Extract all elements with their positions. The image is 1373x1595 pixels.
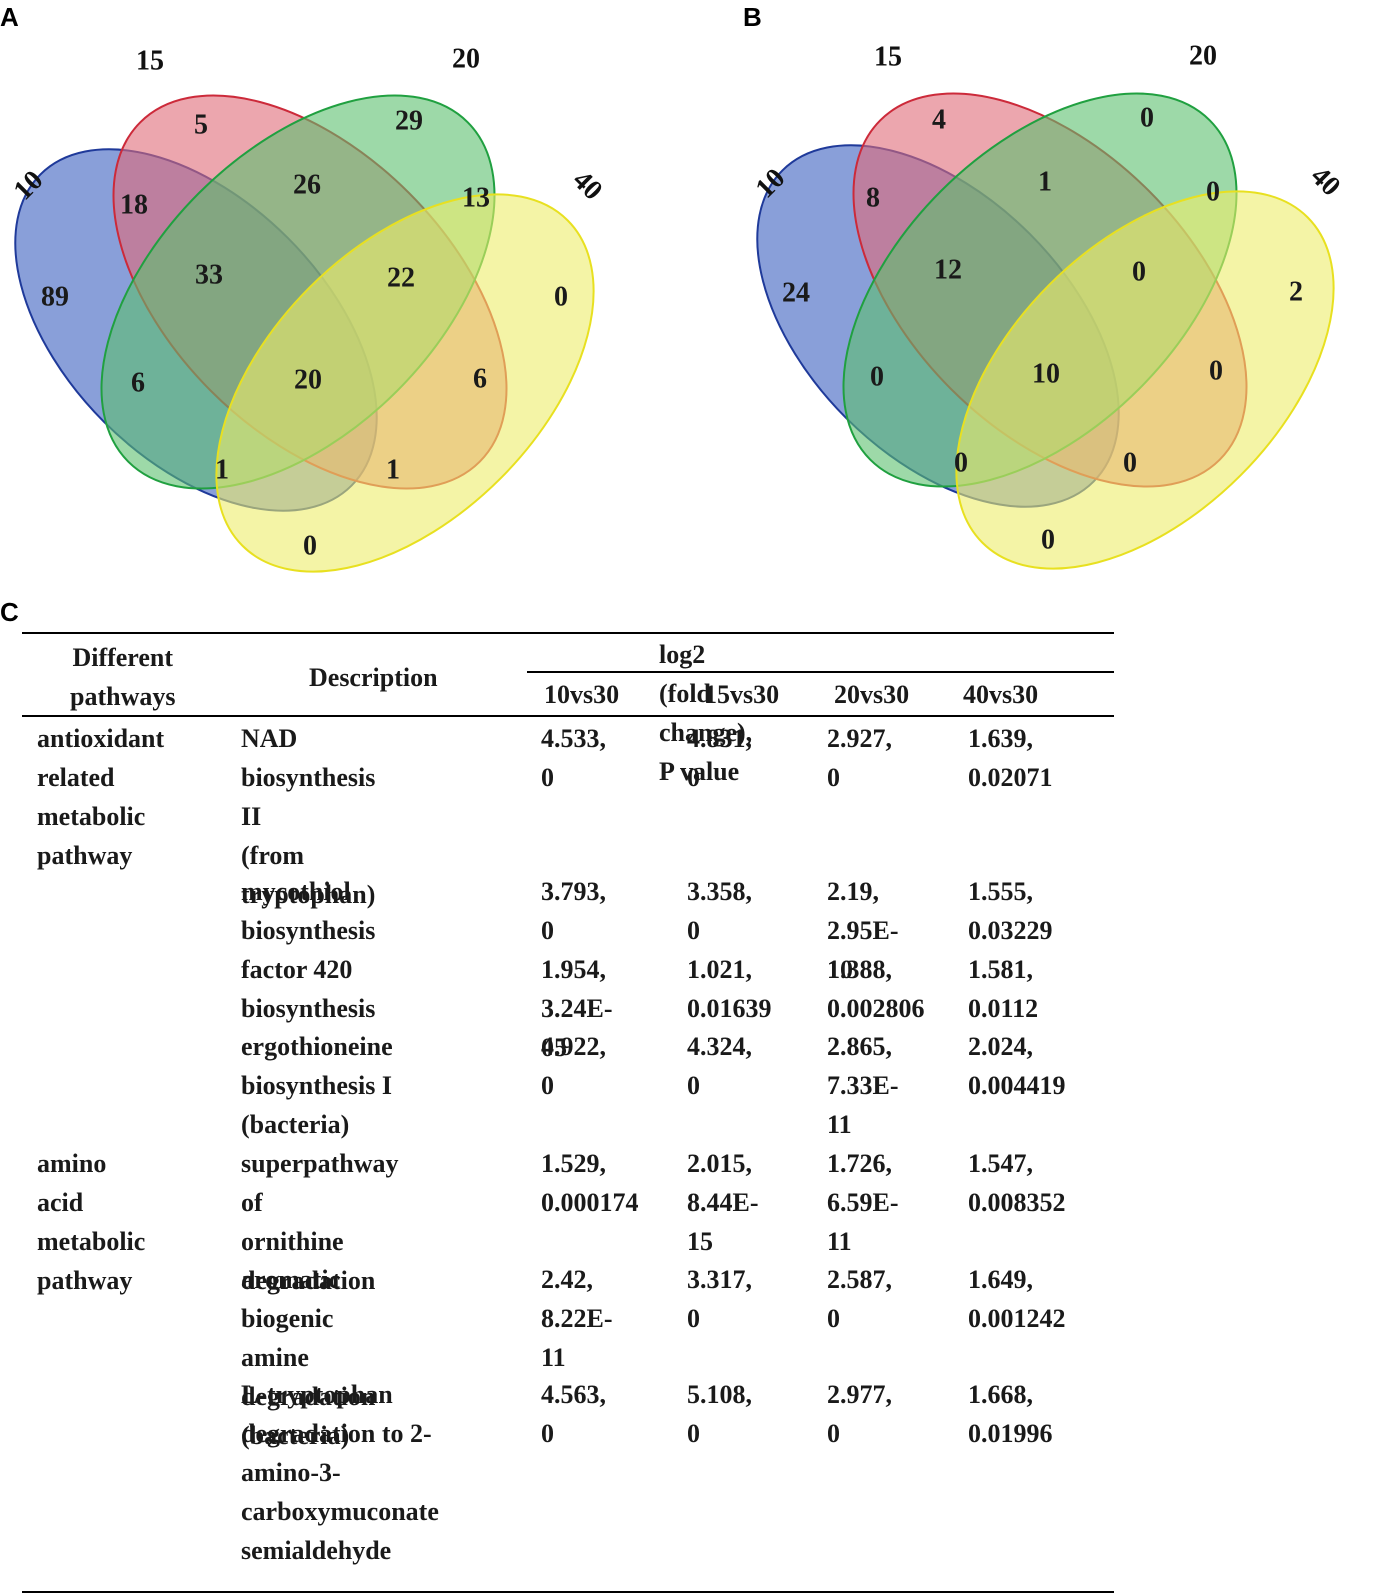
venn-a-10-15: 18 — [120, 189, 148, 220]
venn-a-10-40: 0 — [303, 530, 317, 561]
header-group: log2 (fold change), P value — [659, 640, 753, 786]
panel-b-label: B — [743, 2, 762, 32]
row-15vs30: 2.015, 8.44E-15 — [687, 1149, 759, 1256]
venn-b-10-15-40: 0 — [1123, 447, 1137, 478]
row-15vs30: 1.021, 0.01639 — [687, 955, 772, 1023]
venn-a-ellipses — [14, 94, 595, 573]
venn-b-label-20: 20 — [1189, 40, 1217, 71]
venn-a-10-15-20: 33 — [195, 259, 223, 290]
venn-b-10-20: 0 — [870, 361, 884, 392]
row-10vs30: 4.922, 0 — [541, 1032, 606, 1100]
venn-a-only15: 5 — [194, 109, 208, 140]
row-15vs30: 4.831, 0 — [687, 724, 752, 792]
venn-b-set40-shape — [955, 190, 1335, 570]
table-top-rule — [22, 632, 1114, 634]
row-10vs30: 1.529, 0.000174 — [541, 1149, 639, 1217]
table-header-rule — [22, 715, 1114, 717]
row-20vs30: 2.977, 0 — [827, 1380, 892, 1448]
venn-diagram-b: 10 15 20 40 24 4 0 2 8 1 0 12 0 0 0 10 0… — [750, 40, 1347, 570]
row-description: mycothiol biosynthesis — [241, 877, 376, 945]
venn-b-15-20: 1 — [1038, 166, 1052, 197]
venn-a-15-20-40: 22 — [387, 262, 415, 293]
row-description: factor 420 biosynthesis — [241, 955, 376, 1023]
venn-b-label-15: 15 — [874, 41, 902, 72]
group-antioxidant: antioxidant related metabolic pathway — [37, 724, 165, 870]
row-10vs30: 2.42, 8.22E-11 — [541, 1265, 613, 1372]
row-10vs30: 4.533, 0 — [541, 724, 606, 792]
panel-a-label: A — [0, 2, 19, 32]
venn-a-20-40: 13 — [462, 182, 490, 213]
venn-b-10-15-20: 12 — [934, 254, 962, 285]
header-20vs30: 20vs30 — [834, 680, 910, 709]
venn-b-ellipses — [756, 92, 1335, 570]
venn-b-20-40: 0 — [1206, 176, 1220, 207]
row-15vs30: 4.324, 0 — [687, 1032, 752, 1100]
venn-a-only40: 0 — [554, 281, 568, 312]
row-20vs30: 1.388, 0.002806 — [827, 955, 925, 1023]
row-40vs30: 1.555, 0.03229 — [968, 877, 1053, 945]
header-pathways: Different pathways — [70, 643, 176, 711]
venn-b-only15: 4 — [932, 104, 946, 135]
row-40vs30: 1.547, 0.008352 — [968, 1149, 1066, 1217]
row-10vs30: 1.954, 3.24E-05 — [541, 955, 613, 1062]
venn-a-10-15-40: 1 — [386, 454, 400, 485]
venn-a-label-15: 15 — [136, 45, 164, 76]
venn-a-label-20: 20 — [452, 43, 480, 74]
venn-a-set40-shape — [215, 193, 595, 573]
row-description: NAD biosynthesis II (from tryptophan) — [241, 724, 376, 909]
panel-c-label: C — [0, 597, 19, 627]
venn-b-only10: 24 — [782, 277, 810, 308]
venn-b-10-20-40: 0 — [954, 447, 968, 478]
row-10vs30: 4.563, 0 — [541, 1380, 606, 1448]
row-10vs30: 3.793, 0 — [541, 877, 606, 945]
row-20vs30: 2.19, 2.95E-10 — [827, 877, 899, 984]
table-group-rule — [527, 671, 1114, 673]
venn-b-all: 10 — [1032, 358, 1060, 389]
venn-b-only20: 0 — [1140, 102, 1154, 133]
venn-a-15-40: 6 — [473, 363, 487, 394]
row-40vs30: 1.649, 0.001242 — [968, 1265, 1066, 1333]
header-40vs30: 40vs30 — [963, 680, 1039, 709]
row-description: L-tryptophan degradation to 2- amino-3- … — [241, 1380, 439, 1565]
header-15vs30: 15vs30 — [704, 680, 780, 709]
row-15vs30: 3.358, 0 — [687, 877, 752, 945]
row-20vs30: 2.927, 0 — [827, 724, 892, 792]
venn-a-only20: 29 — [395, 105, 423, 136]
row-20vs30: 2.587, 0 — [827, 1265, 892, 1333]
venn-b-only40: 2 — [1289, 276, 1303, 307]
venn-diagram-a: 10 15 20 40 89 5 29 0 18 26 13 33 22 6 6… — [8, 43, 609, 573]
venn-b-label-40: 40 — [1305, 161, 1347, 203]
row-40vs30: 1.639, 0.02071 — [968, 724, 1053, 792]
venn-b-10-40: 0 — [1041, 524, 1055, 555]
venn-b-15-20-40: 0 — [1132, 256, 1146, 287]
row-15vs30: 3.317, 0 — [687, 1265, 752, 1333]
venn-b-10-15: 8 — [866, 182, 880, 213]
venn-a-15-20: 26 — [293, 169, 321, 200]
group-amino-acid: amino acid metabolic pathway — [37, 1149, 146, 1295]
venn-a-label-40: 40 — [567, 165, 609, 207]
table-bottom-rule — [22, 1591, 1114, 1593]
row-description: aromatic biogenic amine degradation (bac… — [241, 1265, 376, 1450]
header-description: Description — [309, 663, 438, 692]
row-40vs30: 1.668, 0.01996 — [968, 1380, 1053, 1448]
venn-a-only10: 89 — [41, 281, 69, 312]
venn-b-15-40: 0 — [1209, 355, 1223, 386]
row-15vs30: 5.108, 0 — [687, 1380, 752, 1448]
header-10vs30: 10vs30 — [544, 680, 620, 709]
row-40vs30: 1.581, 0.0112 — [968, 955, 1039, 1023]
venn-a-all: 20 — [294, 364, 322, 395]
row-description: superpathway of ornithine degradation — [241, 1149, 399, 1295]
venn-a-10-20-40: 1 — [215, 454, 229, 485]
row-40vs30: 2.024, 0.004419 — [968, 1032, 1066, 1100]
row-description: ergothioneine biosynthesis I (bacteria) — [241, 1032, 393, 1139]
row-20vs30: 1.726, 6.59E-11 — [827, 1149, 899, 1256]
row-20vs30: 2.865, 7.33E-11 — [827, 1032, 899, 1139]
venn-a-10-20: 6 — [131, 367, 145, 398]
